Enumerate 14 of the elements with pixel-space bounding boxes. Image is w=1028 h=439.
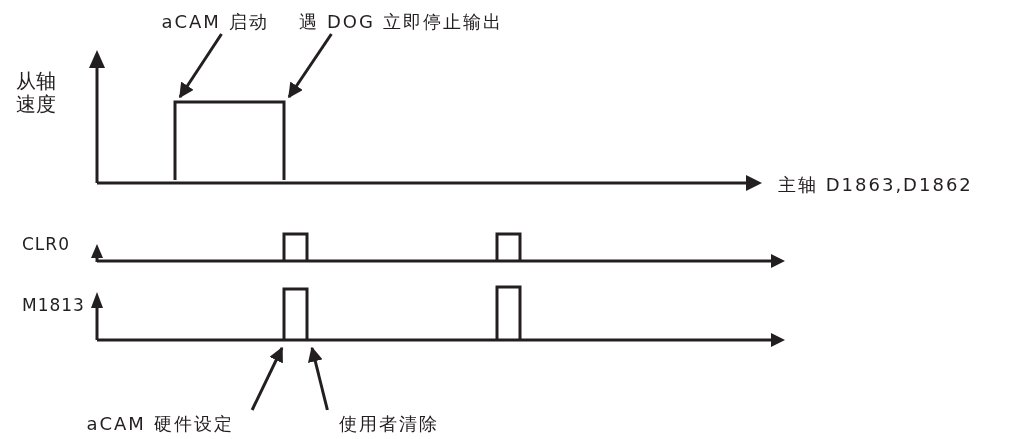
leader-arrow xyxy=(308,346,329,411)
axis-label: M1813 xyxy=(22,294,85,317)
callout-text: aCAM 启动 xyxy=(161,9,269,34)
leader-arrow xyxy=(178,33,223,99)
axis-label: 主轴 D1863,D1862 xyxy=(778,173,973,197)
leader-arrow xyxy=(287,33,333,99)
callout-text: 遇 DOG 立即停止输出 xyxy=(299,9,503,34)
m1813-pulse xyxy=(282,287,309,340)
speed-waveform xyxy=(173,100,286,180)
leader-arrow xyxy=(250,346,284,411)
callout-text: aCAM 硬件设定 xyxy=(86,411,234,436)
axis-label: CLR0 xyxy=(22,233,70,256)
callout-text: 使用者清除 xyxy=(339,411,439,436)
axis-label: 从轴速度 xyxy=(16,70,57,116)
